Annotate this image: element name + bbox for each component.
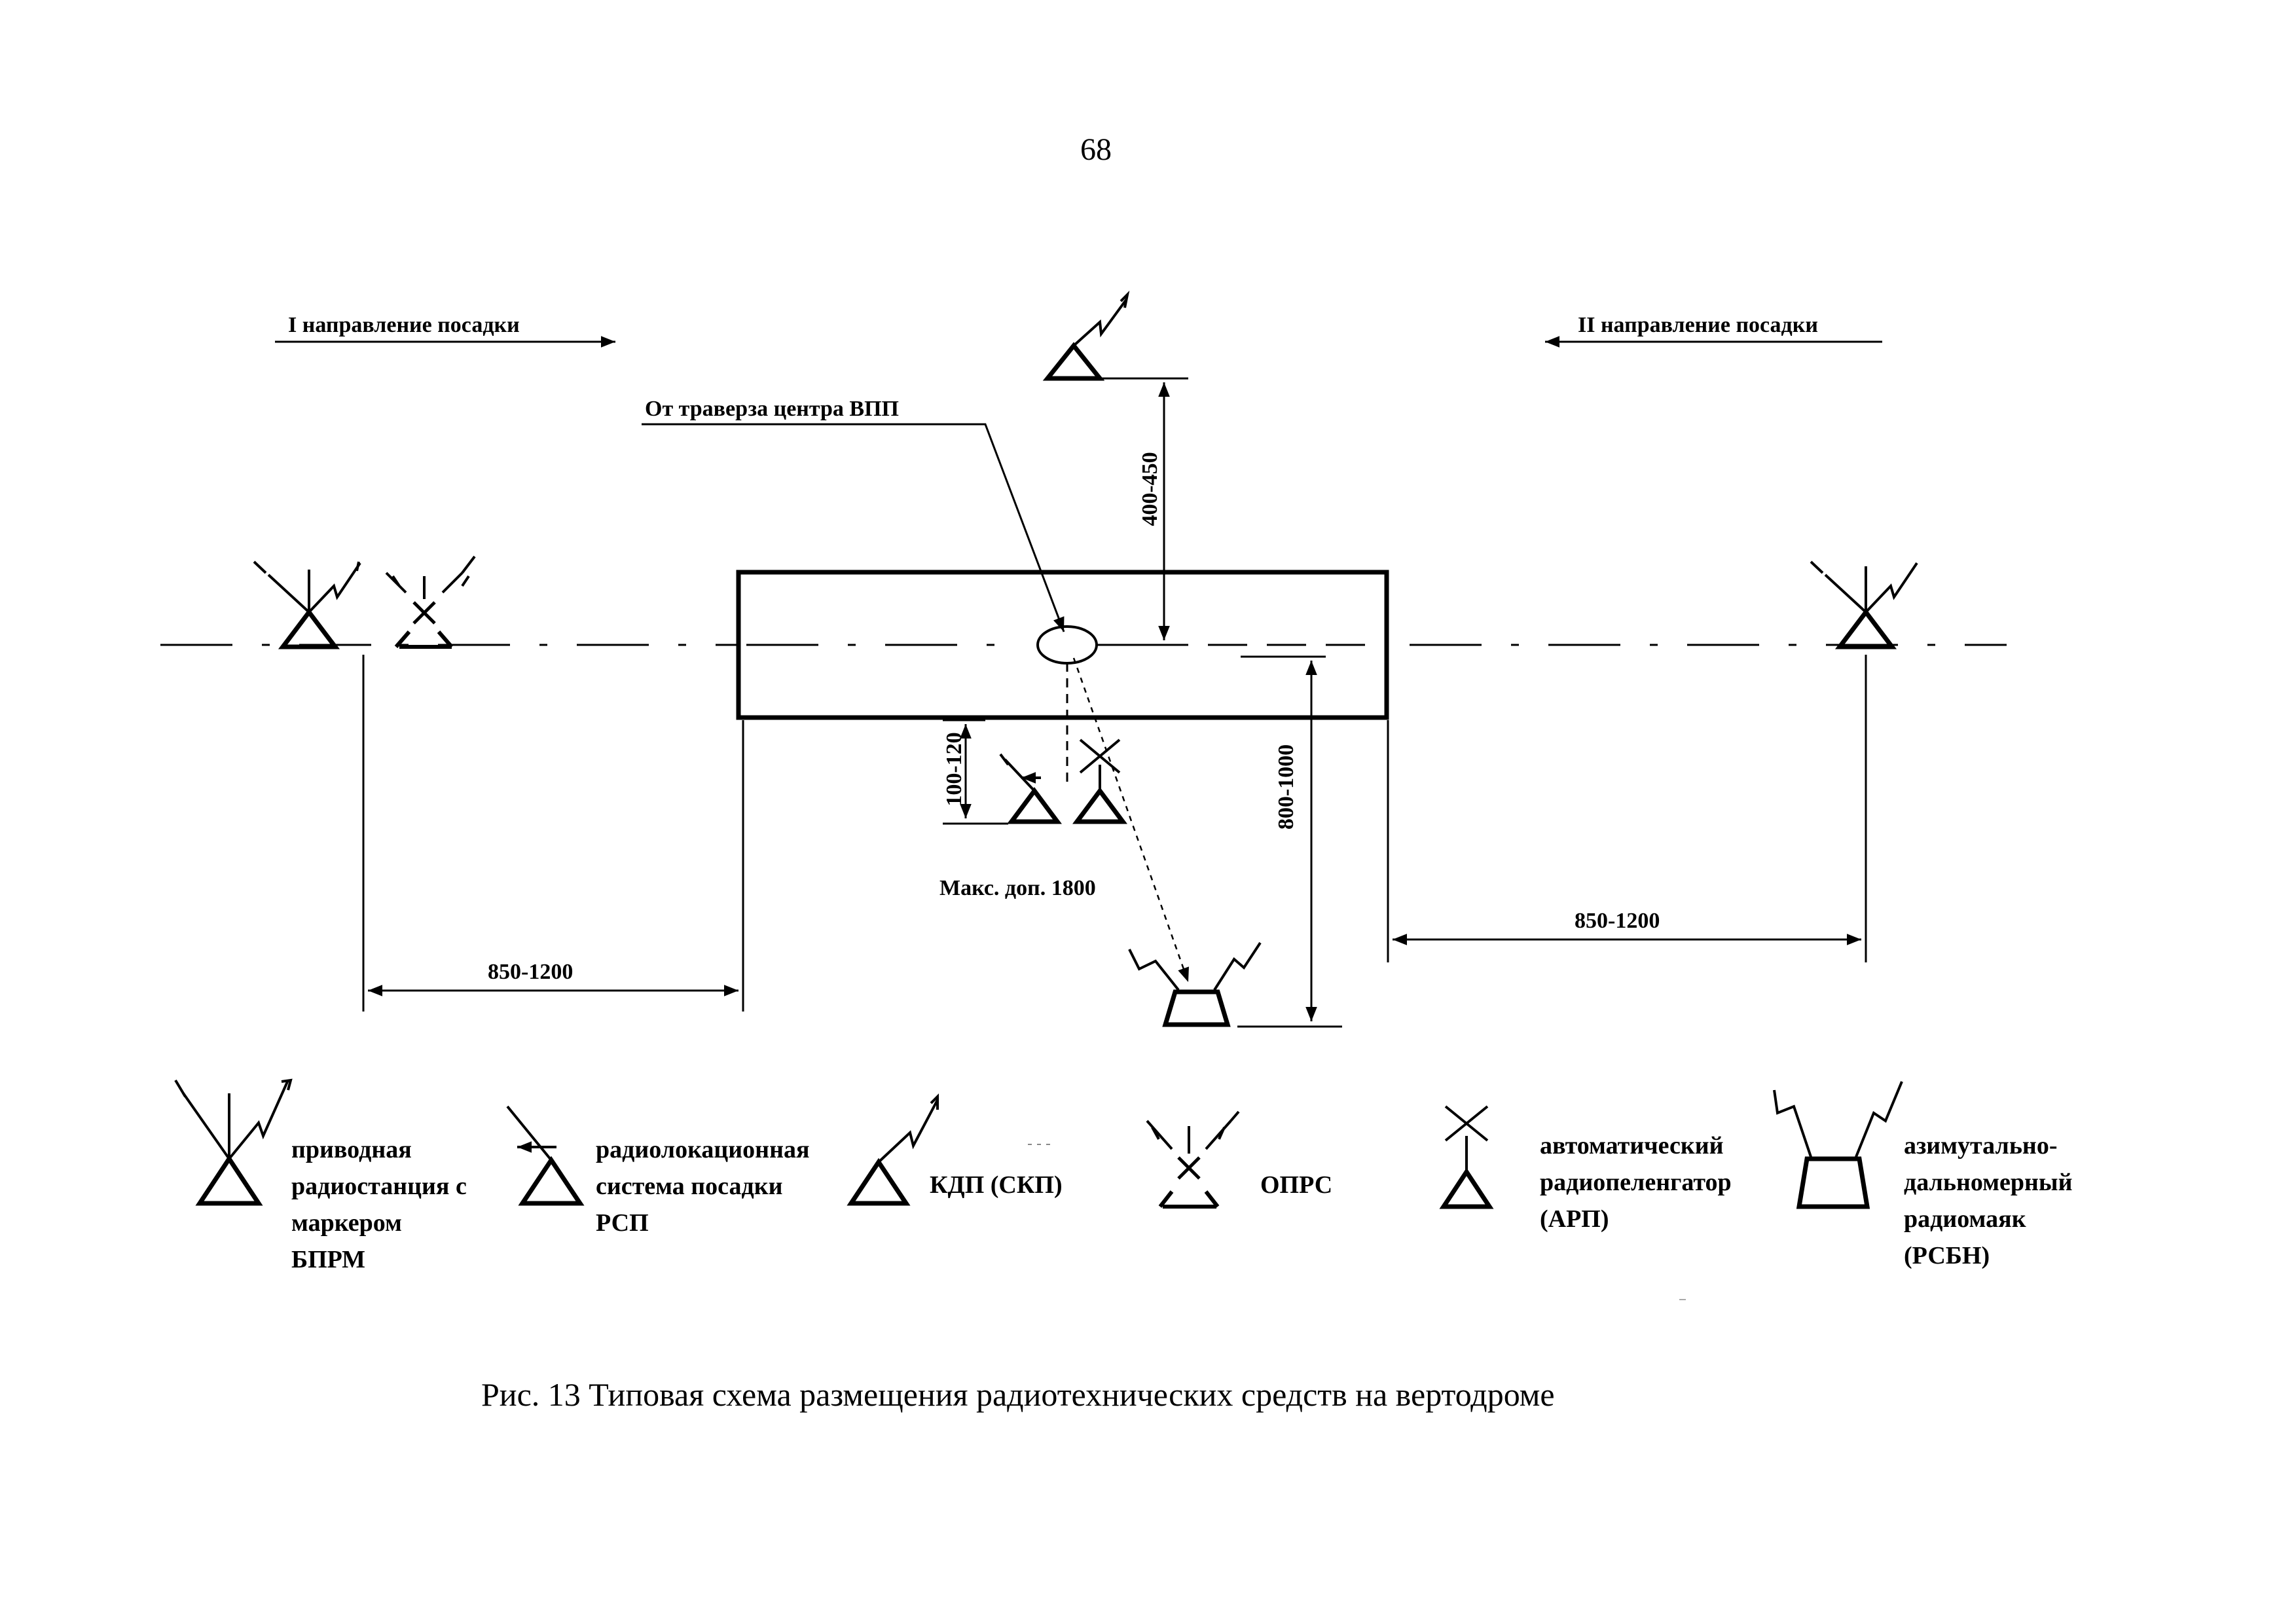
max-distance-line <box>1072 657 1190 983</box>
traverse-label: От траверза центра ВПП <box>645 397 899 421</box>
legend-kdp-icon <box>847 1093 939 1206</box>
rsp-icon-center <box>999 753 1062 824</box>
ndb-icon-right <box>1810 560 1918 649</box>
legend-rsp-label: радиолокационная система посадки РСП <box>596 1136 810 1237</box>
dim-850-1200-left-label: 850-1200 <box>488 960 574 984</box>
legend-ndb-icon <box>174 1078 293 1206</box>
legend-rsbn-icon <box>1773 1081 1903 1209</box>
dim-400-450-label: 400-450 <box>1138 452 1162 526</box>
rsbn-icon-map <box>1128 941 1262 1027</box>
dim-800-1000-label: 800-1000 <box>1274 744 1298 830</box>
legend-ndb-label: приводная радиостанция с маркером БПРМ <box>291 1136 467 1273</box>
figure-caption: Рис. 13 Типовая схема размещения радиоте… <box>481 1376 1555 1413</box>
max-distance-label: Макс. доп. 1800 <box>939 876 1096 900</box>
traverse-leader <box>642 423 1065 632</box>
dim-100-120-label: 100-120 <box>942 732 966 807</box>
ndb-icon-left <box>253 560 361 649</box>
direction-label-1: I направление посадки <box>288 313 520 337</box>
direction-label-2: II направление посадки <box>1578 313 1818 337</box>
legend-arp-label: автоматический радиопеленгатор (АРП) <box>1540 1132 1732 1233</box>
arp-icon-center <box>1072 739 1127 824</box>
legend-kdp-label: КДП (СКП) <box>930 1171 1063 1199</box>
legend-oprs-icon <box>1146 1110 1240 1209</box>
legend-arp-icon <box>1439 1105 1494 1209</box>
runway-center-mark <box>1036 625 1098 665</box>
legend-rsp-icon <box>506 1105 585 1206</box>
legend-oprs-label: ОПРС <box>1260 1171 1333 1199</box>
page-number: 68 <box>1080 132 1112 167</box>
kdp-icon <box>1042 290 1130 381</box>
legend-rsbn-label: азимутально- дальномерный радиомаяк (РСБ… <box>1904 1132 2073 1269</box>
dim-850-1200-right-label: 850-1200 <box>1575 909 1660 933</box>
oprs-icon-left <box>385 555 476 649</box>
